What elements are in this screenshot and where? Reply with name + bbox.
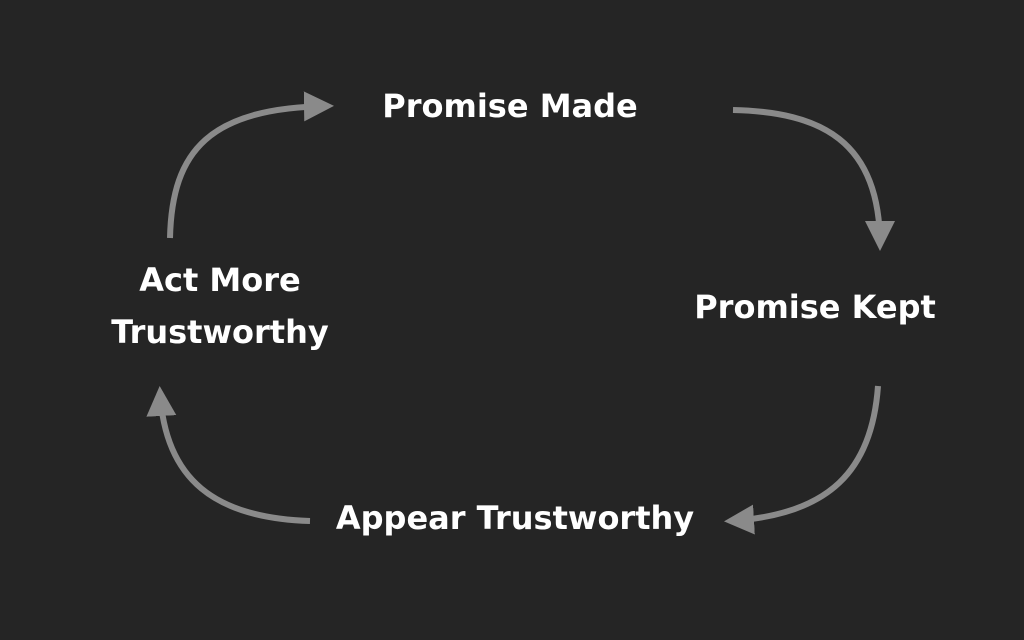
arrow-icon — [732, 107, 895, 251]
node-appear-trustworthy: Appear Trustworthy — [335, 499, 695, 537]
node-promise-made: Promise Made — [382, 87, 638, 125]
arrow-icon — [146, 386, 311, 524]
arrow-icon — [724, 385, 881, 535]
node-act-more-trustworthy-line2: Trustworthy — [111, 313, 329, 351]
arrow-icon — [167, 91, 334, 239]
node-promise-kept: Promise Kept — [694, 288, 936, 326]
node-act-more-trustworthy-line1: Act More — [139, 261, 301, 299]
node-act-more-trustworthy: Act More Trustworthy — [90, 254, 350, 358]
